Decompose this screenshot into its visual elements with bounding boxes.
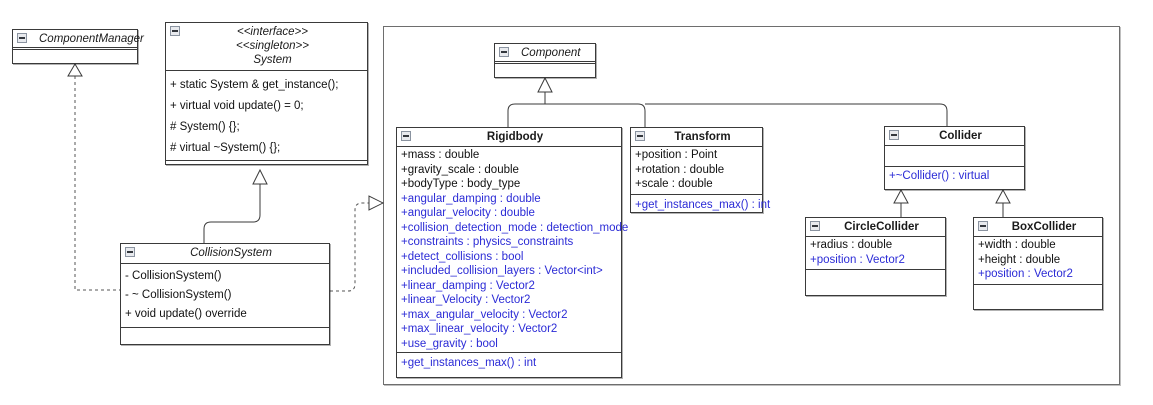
rigidbody-attribute-1: +gravity_scale : double <box>401 163 519 176</box>
component-header: Component <box>495 44 595 64</box>
collisionsystem-operation-1: - ~ CollisionSystem() <box>125 289 232 301</box>
collisionsystem-operations: - CollisionSystem() - ~ CollisionSystem(… <box>121 264 329 328</box>
rigidbody-title: Rigidbody <box>486 131 544 143</box>
minimize-icon[interactable] <box>889 130 899 140</box>
collider-title: Collider <box>939 130 982 142</box>
minimize-icon[interactable] <box>401 131 411 141</box>
collider-attributes <box>885 146 1024 167</box>
rigidbody-operation-0: +get_instances_max() : int <box>401 357 537 369</box>
rigidbody-attribute-6: +constraints : physics_constraints <box>401 236 574 248</box>
system-operation-0: + static System & get_instance(); <box>170 79 339 91</box>
class-box-component[interactable]: Component <box>494 43 596 78</box>
collisionsystem-extra <box>121 328 329 343</box>
class-box-componentmanager[interactable]: ComponentManager <box>12 29 144 65</box>
class-box-collider[interactable]: Collider +~Collider() : virtual <box>884 126 1025 190</box>
class-box-transform[interactable]: Transform +position : Point +rotation : … <box>630 127 771 215</box>
collisionsystem-header: CollisionSystem <box>121 244 329 264</box>
transform-header: Transform <box>631 128 762 147</box>
componentmanager-attributes <box>13 50 137 65</box>
circlecollider-operations <box>806 270 945 291</box>
boxcollider-header: BoxCollider <box>974 218 1102 237</box>
rigidbody-attribute-3: +angular_damping : double <box>401 192 541 205</box>
class-box-boxcollider[interactable]: BoxCollider +width : double +height : do… <box>973 217 1103 310</box>
edge-componentmanager-collisionsystem <box>67 63 120 291</box>
circlecollider-attribute-1: +position : Vector2 <box>810 253 905 266</box>
edge-system-collisionsystem <box>203 168 268 243</box>
rigidbody-attribute-7: +detect_collisions : bool <box>401 250 524 263</box>
minimize-icon[interactable] <box>17 33 27 43</box>
class-box-circlecollider[interactable]: CircleCollider +radius : double +positio… <box>805 217 946 296</box>
collider-header: Collider <box>885 127 1024 146</box>
transform-operation-0: +get_instances_max() : int <box>635 198 771 211</box>
minimize-icon[interactable] <box>810 221 820 231</box>
rigidbody-attribute-11: +max_angular_velocity : Vector2 <box>401 308 568 321</box>
rigidbody-attribute-8: +included_collision_layers : Vector<int> <box>401 265 603 277</box>
circlecollider-title: CircleCollider <box>844 221 919 233</box>
system-operation-1: + virtual void update() = 0; <box>170 100 304 112</box>
rigidbody-attribute-10: +linear_Velocity : Vector2 <box>401 294 531 306</box>
rigidbody-attribute-0: +mass : double <box>401 149 480 161</box>
rigidbody-attribute-4: +angular_velocity : double <box>401 207 535 219</box>
transform-attribute-0: +position : Point <box>635 149 718 161</box>
circlecollider-header: CircleCollider <box>806 218 945 237</box>
minimize-icon[interactable] <box>635 131 645 141</box>
collider-operations: +~Collider() : virtual <box>885 167 1024 186</box>
transform-attribute-1: +rotation : double <box>635 163 725 176</box>
minimize-icon[interactable] <box>499 47 509 57</box>
system-operation-2: # System() {}; <box>170 121 240 133</box>
system-operations: + static System & get_instance(); + virt… <box>166 71 367 161</box>
component-title: Component <box>521 47 581 59</box>
boxcollider-operations <box>974 285 1102 306</box>
collisionsystem-operation-2: + void update() override <box>125 308 247 320</box>
system-operation-3: # virtual ~System() {}; <box>170 142 281 154</box>
transform-attributes: +position : Point +rotation : double +sc… <box>631 147 762 195</box>
collisionsystem-title: CollisionSystem <box>190 247 272 259</box>
rigidbody-attributes: +mass : double +gravity_scale : double +… <box>397 147 629 353</box>
transform-attribute-2: +scale : double <box>635 178 713 190</box>
edge-collisionsystem-physics-package <box>330 195 385 292</box>
boxcollider-title: BoxCollider <box>1011 221 1077 233</box>
boxcollider-attributes: +width : double +height : double +positi… <box>974 237 1102 285</box>
rigidbody-header: Rigidbody <box>397 128 621 147</box>
rigidbody-attribute-12: +max_linear_velocity : Vector2 <box>401 323 558 335</box>
minimize-icon[interactable] <box>125 247 135 257</box>
class-box-collisionsystem[interactable]: CollisionSystem - CollisionSystem() - ~ … <box>120 243 330 345</box>
class-box-rigidbody[interactable]: Rigidbody +mass : double +gravity_scale … <box>396 127 629 378</box>
collisionsystem-operation-0: - CollisionSystem() <box>125 270 222 282</box>
component-attributes <box>495 64 595 79</box>
minimize-icon[interactable] <box>978 221 988 231</box>
system-header: <<interface>> <<singleton>> System <box>166 23 367 71</box>
boxcollider-attribute-2: +position : Vector2 <box>978 268 1073 280</box>
boxcollider-attribute-0: +width : double <box>978 239 1056 251</box>
componentmanager-title: ComponentManager <box>39 33 144 45</box>
boxcollider-attribute-1: +height : double <box>978 253 1061 266</box>
collider-operation-0: +~Collider() : virtual <box>889 170 990 182</box>
circlecollider-attribute-0: +radius : double <box>810 239 893 251</box>
minimize-icon[interactable] <box>170 26 180 36</box>
transform-operations: +get_instances_max() : int <box>631 195 771 215</box>
rigidbody-attribute-9: +linear_damping : Vector2 <box>401 279 535 292</box>
system-title: <<interface>> <<singleton>> System <box>236 26 309 66</box>
rigidbody-operations: +get_instances_max() : int <box>397 353 621 373</box>
transform-title: Transform <box>674 131 731 143</box>
rigidbody-attribute-13: +use_gravity : bool <box>401 337 498 350</box>
circlecollider-attributes: +radius : double +position : Vector2 <box>806 237 945 270</box>
rigidbody-attribute-5: +collision_detection_mode : detection_mo… <box>401 221 629 234</box>
componentmanager-header: ComponentManager <box>13 30 144 50</box>
system-bottom-rule <box>166 160 367 161</box>
class-box-system[interactable]: <<interface>> <<singleton>> System + sta… <box>165 22 368 165</box>
rigidbody-attribute-2: +bodyType : body_type <box>401 178 521 190</box>
